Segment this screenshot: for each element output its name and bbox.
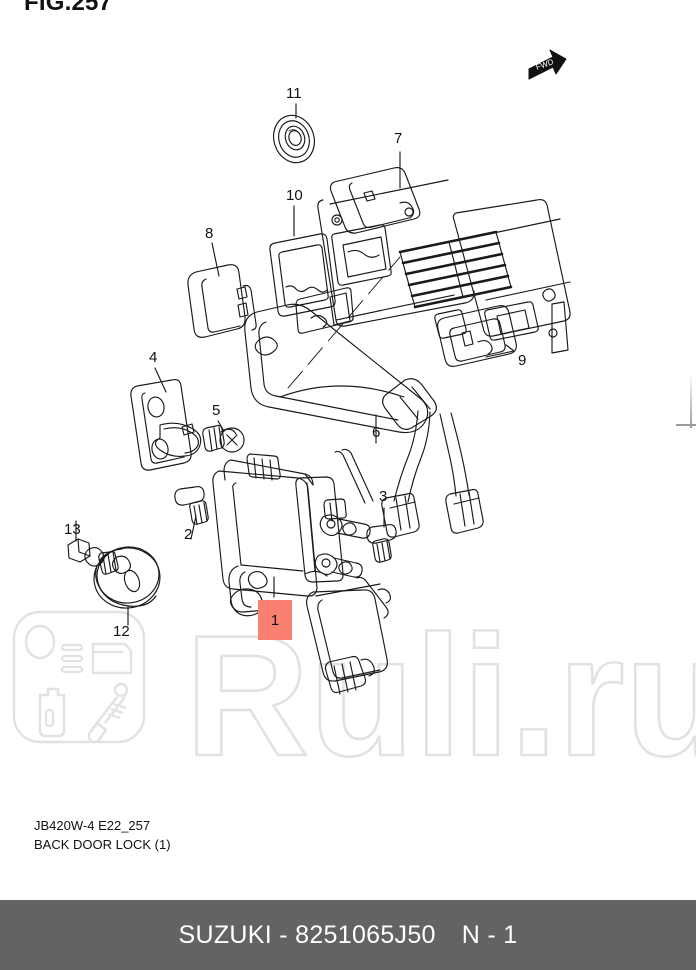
- callout-10: 10: [286, 187, 303, 204]
- leader-5: [217, 420, 225, 432]
- part-13-bolt: [67, 538, 132, 575]
- callout-9: 9: [518, 352, 527, 369]
- part-1-back-door-lock-assembly: [212, 448, 392, 695]
- part-2-screw: [174, 486, 209, 525]
- wire-harness: [381, 410, 484, 538]
- construction-line: [287, 256, 401, 389]
- callout-11: 11: [286, 85, 302, 102]
- assembly-name: BACK DOOR LOCK (1): [34, 837, 171, 852]
- callout-7: 7: [394, 130, 403, 147]
- leader-9-1: [505, 344, 515, 352]
- part-11-grommet: [273, 114, 315, 164]
- leader-8: [211, 242, 220, 277]
- callout-8: 8: [205, 225, 214, 242]
- footer-part-number: SUZUKI - 8251065J50: [178, 920, 436, 949]
- fwd-arrow-icon: FWD: [528, 49, 567, 80]
- part-10-gasket-pad: [269, 233, 336, 317]
- leader-2: [190, 515, 197, 540]
- part-12-round-cap: [93, 546, 161, 609]
- part-9-gasket-seal: [437, 305, 517, 367]
- part-8-handle-end-cap: [187, 264, 257, 338]
- callout-6: 6: [372, 424, 381, 441]
- part-6-door-handle: [244, 287, 437, 434]
- callout-3: 3: [379, 488, 388, 505]
- callout-2: 2: [184, 526, 193, 543]
- page-title: FIG.257: [24, 0, 113, 16]
- callout-5: 5: [212, 402, 221, 419]
- callout-13: 13: [64, 521, 81, 538]
- model-code: JB420W-4 E22_257: [34, 818, 151, 833]
- footer-bar: SUZUKI - 8251065J50 N - 1: [0, 900, 696, 970]
- callout-1-highlighted[interactable]: 1: [258, 600, 292, 640]
- exploded-parts-drawing: FWD: [67, 49, 571, 695]
- part-3-screw: [366, 524, 397, 563]
- part-7-handle-base-frame: [317, 166, 571, 354]
- callout-12: 12: [113, 623, 130, 640]
- callout-4: 4: [149, 349, 158, 366]
- footer-page-ref: N - 1: [461, 920, 518, 949]
- edge-artifact: [690, 373, 692, 428]
- leader-9-2: [485, 350, 515, 358]
- figure-caption: JB420W-4 E22_257 BACK DOOR LOCK (1): [34, 816, 171, 854]
- leader-4: [154, 367, 167, 393]
- part-4-striker-plate: [130, 379, 202, 471]
- edge-artifact-tick: [676, 424, 696, 426]
